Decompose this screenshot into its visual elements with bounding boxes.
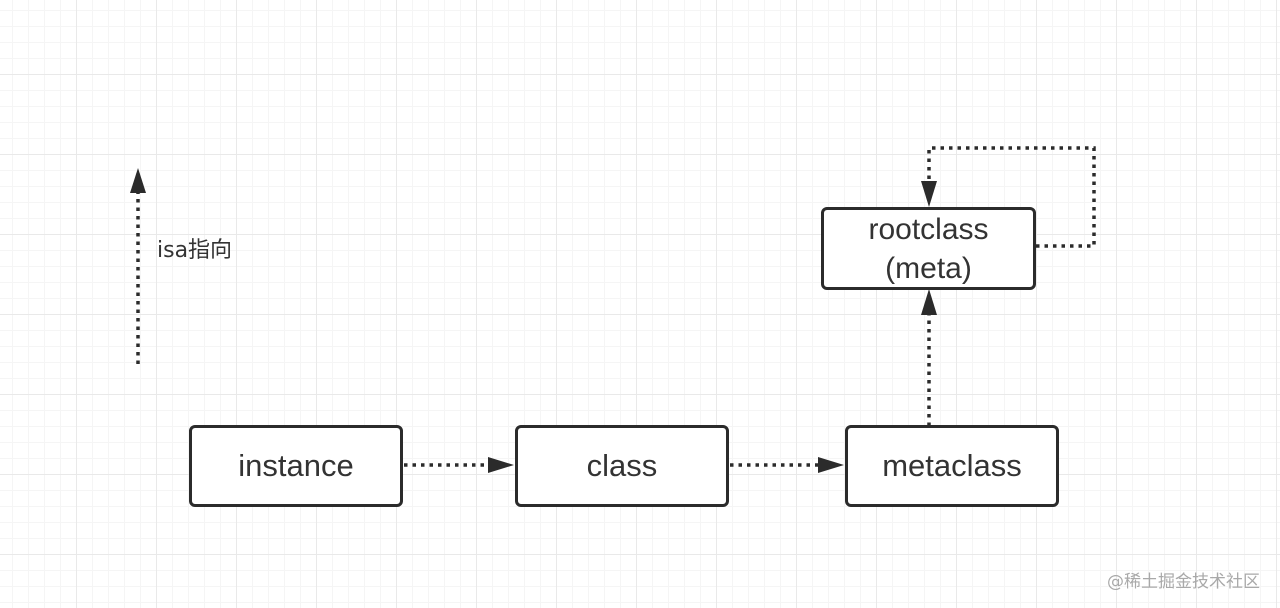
node-instance: instance <box>189 425 403 507</box>
watermark: @稀土掘金技术社区 <box>1107 572 1260 592</box>
edge-instance-class-arrowhead <box>488 457 514 473</box>
node-metaclass: metaclass <box>845 425 1059 507</box>
node-rootclass-line1: rootclass <box>868 212 989 246</box>
node-rootclass-line2: (meta) <box>885 251 972 285</box>
edge-rootclass-self-loop <box>927 146 1096 248</box>
node-class-label: class <box>586 447 658 483</box>
node-rootclass-meta: rootclass (meta) <box>821 207 1036 290</box>
edge-metaclass-rootclass-arrowhead <box>921 289 937 315</box>
legend-isa-label: isa指向 <box>157 238 233 263</box>
edge-class-metaclass-arrowhead <box>818 457 844 473</box>
legend-isa-arrowhead <box>130 168 146 193</box>
edge-rootclass-self-loop-arrowhead <box>921 181 937 207</box>
node-instance-label: instance <box>238 447 354 483</box>
node-class: class <box>515 425 729 507</box>
node-metaclass-label: metaclass <box>882 447 1022 483</box>
